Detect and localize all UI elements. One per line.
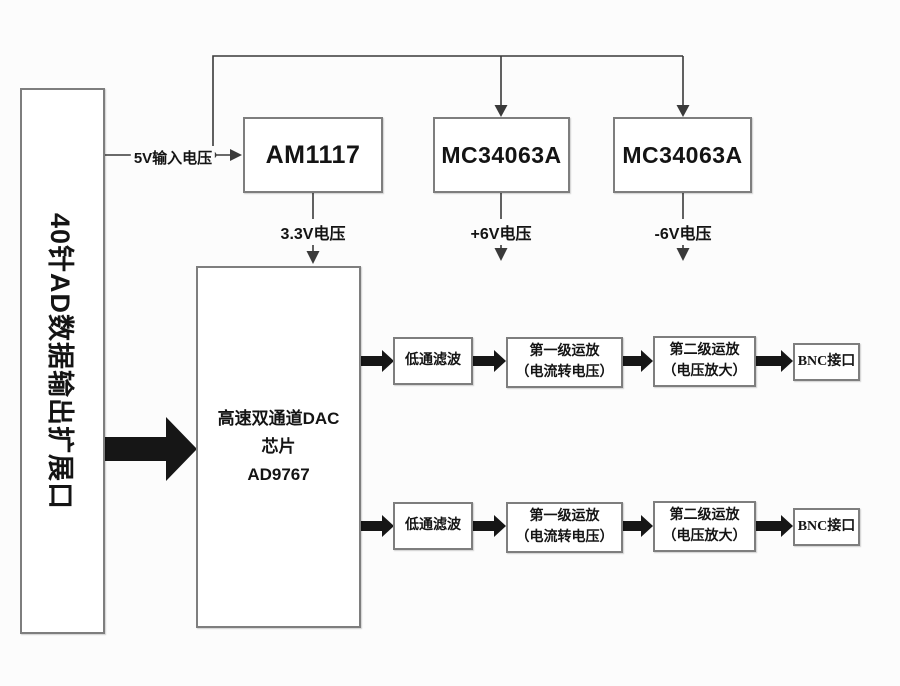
- bnc-connector-box-ch1: BNC接口: [793, 343, 860, 381]
- arrowhead-p6v-output: [494, 248, 508, 261]
- arrow-dac-to-filter-ch2: [361, 515, 394, 537]
- voltage-3v3-label: 3.3V电压: [277, 219, 349, 245]
- dcdc-pos-box: MC34063A: [433, 117, 570, 193]
- dac-label-line1: 高速双通道DAC: [217, 408, 340, 428]
- dac-label-line3: AD9767: [247, 465, 310, 485]
- ldo-am1117-box: AM1117: [243, 117, 383, 193]
- lowpass-filter-label-ch2: 低通滤波: [405, 517, 461, 533]
- stage2-subtitle-ch1: （电压放大）: [662, 363, 747, 379]
- stage2-title-ch1: 第二级运放: [669, 343, 740, 359]
- arrow-port-to-dac: [105, 417, 197, 481]
- dac-label-line2: 芯片: [261, 436, 296, 456]
- bnc-connector-label-ch2: BNC接口: [797, 518, 856, 534]
- stage1-title-ch1: 第一级运放: [529, 344, 600, 360]
- voltage-n6v-label: -6V电压: [651, 219, 715, 245]
- stage1-subtitle-ch1: （电流转电压）: [515, 364, 614, 380]
- arrow-stage2-to-bnc-ch1: [756, 350, 793, 372]
- arrowhead-into-ldo: [230, 149, 242, 161]
- lowpass-filter-box-ch1: 低通滤波: [393, 337, 473, 385]
- expansion-port-box: 40针AD数据输出扩展口: [20, 88, 105, 634]
- arrowhead-into-dcdc-pos: [494, 105, 508, 117]
- stage1-subtitle-ch2: （电流转电压）: [515, 529, 614, 545]
- input-voltage-label: 5V输入电压: [130, 146, 216, 169]
- stage2-title-ch2: 第二级运放: [669, 508, 740, 524]
- arrow-filter-to-stage1-ch1: [473, 350, 506, 372]
- arrowhead-into-dcdc-neg: [676, 105, 690, 117]
- ldo-am1117-label: AM1117: [265, 140, 361, 169]
- dac-chip-box: 高速双通道DAC 芯片 AD9767: [196, 266, 361, 628]
- dcdc-neg-label: MC34063A: [622, 141, 743, 168]
- arrow-filter-to-stage1-ch2: [473, 515, 506, 537]
- arrow-stage2-to-bnc-ch2: [756, 515, 793, 537]
- lowpass-filter-label-ch1: 低通滤波: [405, 352, 461, 368]
- bnc-connector-box-ch2: BNC接口: [793, 508, 860, 546]
- bus-line-5v: [212, 55, 683, 155]
- dcdc-neg-box: MC34063A: [613, 117, 752, 193]
- arrow-dac-to-filter-ch1: [361, 350, 394, 372]
- stage2-subtitle-ch2: （电压放大）: [662, 528, 747, 544]
- bnc-connector-label-ch1: BNC接口: [797, 353, 856, 369]
- stage1-opamp-box-ch2: 第一级运放 （电流转电压）: [506, 502, 623, 553]
- lowpass-filter-box-ch2: 低通滤波: [393, 502, 473, 550]
- voltage-p6v-label: +6V电压: [467, 219, 535, 245]
- arrow-stage1-to-stage2-ch2: [623, 515, 653, 537]
- dcdc-pos-label: MC34063A: [441, 141, 562, 168]
- stage2-opamp-box-ch2: 第二级运放 （电压放大）: [653, 501, 756, 552]
- arrow-stage1-to-stage2-ch1: [623, 350, 653, 372]
- expansion-port-label: 40针AD数据输出扩展口: [45, 212, 75, 510]
- stage2-opamp-box-ch1: 第二级运放 （电压放大）: [653, 336, 756, 387]
- arrowhead-n6v-output: [676, 248, 690, 261]
- stage1-opamp-box-ch1: 第一级运放 （电流转电压）: [506, 337, 623, 388]
- stage1-title-ch2: 第一级运放: [529, 509, 600, 525]
- arrowhead-3v3-into-dac: [306, 251, 320, 264]
